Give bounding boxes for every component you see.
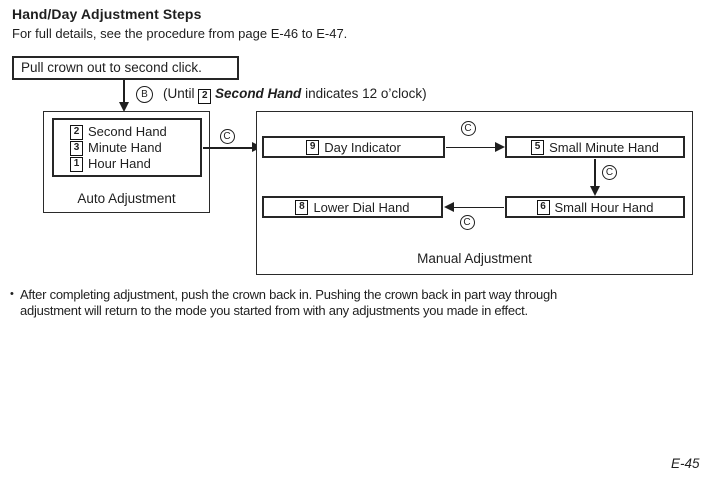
arrow-hour-to-lower-line [453,206,504,209]
arrow-hour-to-lower-head-icon [444,201,454,212]
node-small-hour-hand: 6 Small Hour Hand [505,196,685,218]
badge-9-icon: 9 [306,139,320,155]
node-label: Day Indicator [324,139,401,155]
circle-b-icon: B [136,86,153,104]
node-label: Small Hour Hand [554,199,654,215]
node-label: Lower Dial Hand [313,199,410,215]
circle-c-icon: C [460,121,476,136]
page-subtitle: For full details, see the procedure from… [12,26,348,41]
step-b-prefix: (Until [163,86,195,101]
arrow-auto-to-manual-line [203,147,254,149]
circle-c-icon: C [219,129,235,144]
auto-item-label: Hour Hand [88,156,151,171]
node-small-minute-hand: 5 Small Minute Hand [505,136,685,158]
page-title: Hand/Day Adjustment Steps [12,6,202,22]
step-b-caption: B (Until 2 Second Hand indicates 12 o’cl… [136,86,427,104]
auto-item-hour-hand: 1 Hour Hand [70,156,200,172]
footnote-line: After completing adjustment, push the cr… [20,287,557,302]
badge-5-icon: 5 [531,139,545,155]
step-b-suffix: indicates 12 o’clock) [305,86,427,101]
auto-item-label: Minute Hand [88,140,162,155]
arrow-day-to-minute-line [446,146,496,149]
arrow-down-start-head-icon [118,102,129,112]
circle-c-icon: C [602,165,617,180]
badge-3-icon: 3 [70,140,83,156]
arrow-down-start-line [123,80,125,103]
flow-start-label: Pull crown out to second click. [21,60,202,75]
bullet-icon: • [10,288,14,300]
badge-1-icon: 1 [70,156,83,172]
circle-c-icon: C [459,214,475,230]
auto-item-label: Second Hand [88,124,167,139]
page-number: E-45 [671,456,700,471]
auto-item-second-hand: 2 Second Hand [70,124,200,140]
badge-6-icon: 6 [536,199,550,215]
node-lower-dial-hand: 8 Lower Dial Hand [262,196,443,218]
flow-start-box: Pull crown out to second click. [12,56,239,80]
node-day-indicator: 9 Day Indicator [262,136,445,158]
step-b-emphasis: Second Hand [215,86,302,101]
footnote-line: adjustment will return to the mode you s… [20,302,528,318]
arrow-minute-to-hour-line [594,159,596,187]
arrow-day-to-minute-head-icon [495,141,505,152]
step-b-text: (Until 2 Second Hand indicates 12 o’cloc… [163,86,427,104]
auto-item-minute-hand: 3 Minute Hand [70,140,200,156]
footnote: • After completing adjustment, push the … [8,287,698,318]
manual-adjustment-label: Manual Adjustment [417,251,532,266]
arrow-minute-to-hour-head-icon [589,186,600,196]
step-b-badge: 2 [198,88,212,104]
node-label: Small Minute Hand [549,139,659,155]
auto-hands-box: 2 Second Hand 3 Minute Hand 1 Hour Hand [52,118,202,177]
auto-adjustment-label: Auto Adjustment [77,191,176,206]
badge-8-icon: 8 [295,199,309,215]
badge-2-icon: 2 [70,124,83,140]
